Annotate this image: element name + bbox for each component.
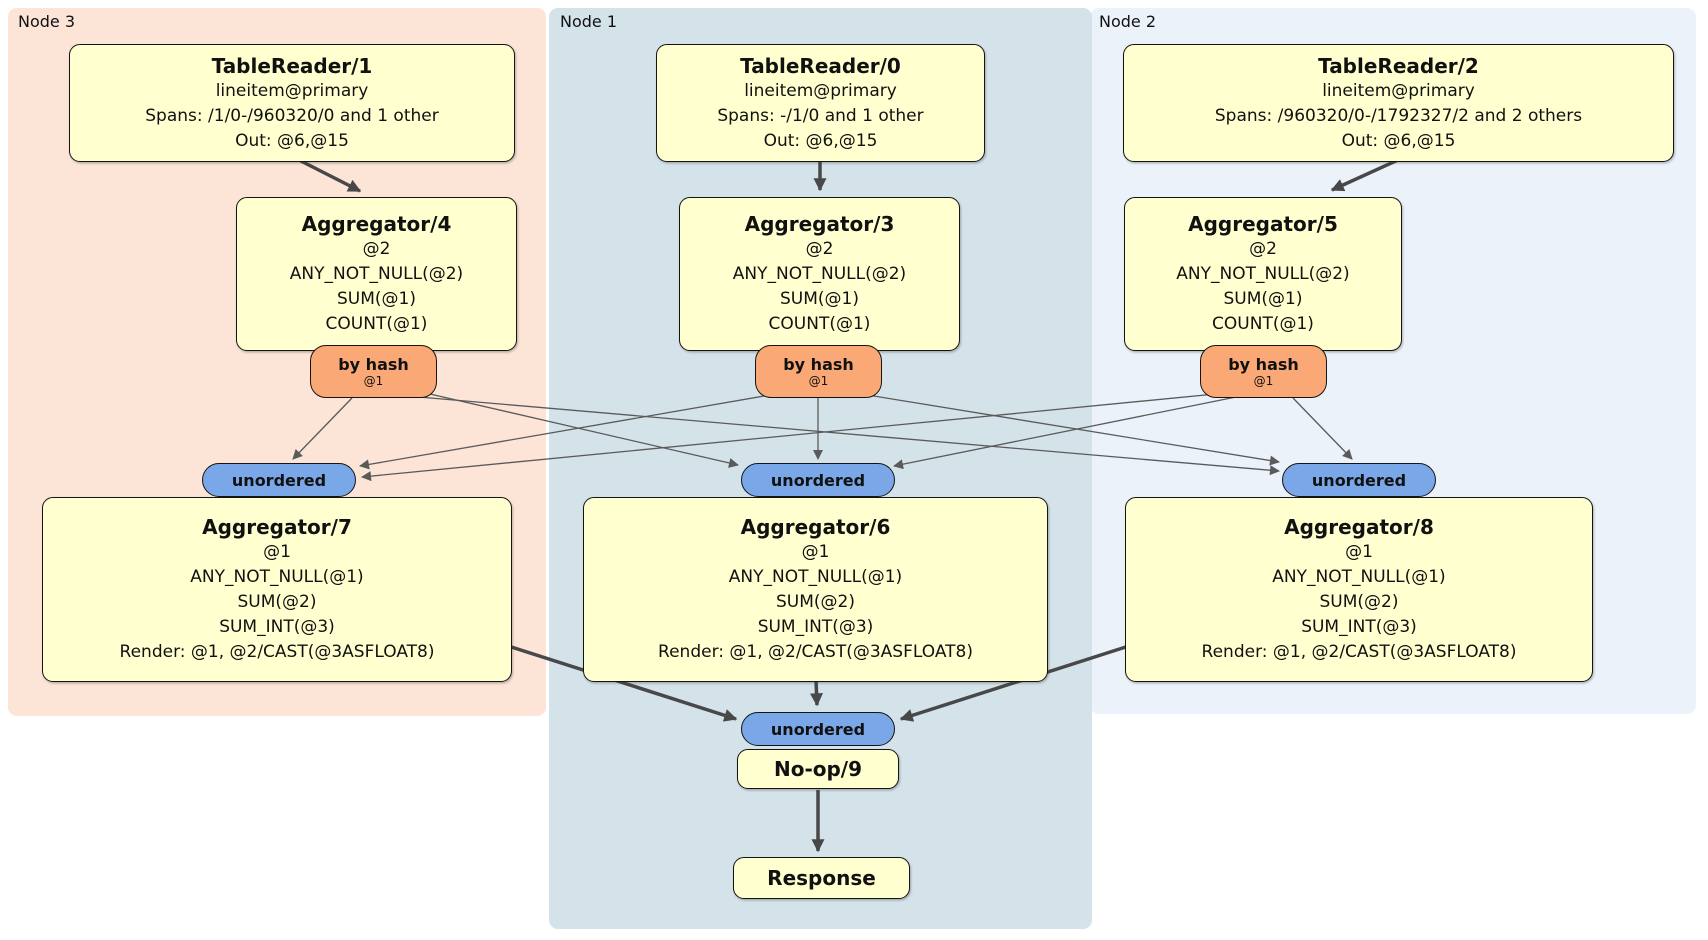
response-node: Response [733,857,910,899]
processor-detail-line: ANY_NOT_NULL(@2) [1176,264,1350,284]
sync-label: unordered [770,719,866,739]
processor-detail-line: Spans: /1/0-/960320/0 and 1 other [145,105,439,126]
processor-aggregator-6: Aggregator/6 @1 ANY_NOT_NULL(@1) SUM(@2)… [583,497,1048,682]
processor-detail-line: ANY_NOT_NULL(@2) [732,264,907,284]
processor-tablereader-2: TableReader/2 lineitem@primary Spans: /9… [1123,44,1674,162]
router-label: by hash [338,354,409,374]
processor-detail-line: Render: @1, @2/CAST(@3ASFLOAT8) [1201,642,1517,662]
processor-aggregator-3: Aggregator/3 @2 ANY_NOT_NULL(@2) SUM(@1)… [679,197,960,351]
processor-detail-line: COUNT(@1) [325,314,428,334]
processor-tablereader-0: TableReader/0 lineitem@primary Spans: -/… [656,44,985,162]
router-detail: @1 [1253,373,1274,388]
hash-router-node3: by hash @1 [310,345,437,398]
router-stream-edges [292,387,1353,482]
sync-label: unordered [1311,470,1407,490]
processor-aggregator-7: Aggregator/7 @1 ANY_NOT_NULL(@1) SUM(@2)… [42,497,512,682]
processor-detail-line: lineitem@primary [215,80,369,101]
router-label: by hash [1228,354,1299,374]
processor-title: Aggregator/3 [744,212,895,236]
processor-detail-line: Render: @1, @2/CAST(@3ASFLOAT8) [658,642,973,662]
processor-title: TableReader/0 [740,53,901,78]
processor-title: TableReader/1 [211,53,373,78]
unordered-sync-node3: unordered [202,463,356,497]
processor-title: Aggregator/8 [1284,515,1434,539]
node1-label: Node 1 [560,12,618,31]
processor-title: Aggregator/4 [301,212,452,236]
processor-detail-line: ANY_NOT_NULL(@1) [1272,567,1446,587]
processor-detail-line: Out: @6,@15 [763,130,878,151]
processor-detail-line: lineitem@primary [1322,80,1475,101]
processor-detail-line: SUM_INT(@3) [219,617,335,637]
processor-detail-line: COUNT(@1) [1212,314,1314,334]
sync-label: unordered [770,470,866,490]
processor-detail-line: lineitem@primary [744,80,897,101]
processor-detail-line: SUM(@2) [237,592,317,612]
processor-detail-line: @2 [805,239,834,259]
processor-detail-line: Out: @6,@15 [235,130,349,151]
processor-detail-line: Spans: -/1/0 and 1 other [717,105,924,126]
processor-detail-line: SUM(@1) [780,289,859,309]
sync-label: unordered [231,470,327,490]
processor-title: Response [767,866,876,890]
processor-detail-line: COUNT(@1) [768,314,871,334]
processor-detail-line: @1 [263,542,291,562]
processor-detail-line: SUM_INT(@3) [1301,617,1417,637]
processor-noop: No-op/9 [737,749,899,789]
flow-edges [298,158,1399,853]
processor-detail-line: SUM(@2) [1319,592,1399,612]
hash-router-node2: by hash @1 [1200,345,1327,398]
processor-detail-line: @2 [1249,239,1277,259]
processor-title: Aggregator/7 [202,515,352,539]
node2-label: Node 2 [1099,12,1157,31]
node3-label: Node 3 [18,12,76,31]
processor-tablereader-1: TableReader/1 lineitem@primary Spans: /1… [69,44,515,162]
processor-aggregator-4: Aggregator/4 @2 ANY_NOT_NULL(@2) SUM(@1)… [236,197,517,351]
hash-router-node1: by hash @1 [755,345,882,398]
processor-detail-line: Out: @6,@15 [1341,130,1456,151]
processor-detail-line: ANY_NOT_NULL(@1) [728,567,903,587]
unordered-sync-node1: unordered [741,463,895,497]
processor-title: No-op/9 [773,757,863,781]
processor-detail-line: SUM_INT(@3) [757,617,874,637]
processor-detail-line: ANY_NOT_NULL(@2) [289,264,464,284]
processor-detail-line: @2 [362,239,391,259]
unordered-sync-node2: unordered [1282,463,1436,497]
processor-detail-line: SUM(@2) [776,592,855,612]
processor-aggregator-8: Aggregator/8 @1 ANY_NOT_NULL(@1) SUM(@2)… [1125,497,1593,682]
processor-detail-line: @1 [1345,542,1373,562]
processor-detail-line: SUM(@1) [1223,289,1303,309]
processor-aggregator-5: Aggregator/5 @2 ANY_NOT_NULL(@2) SUM(@1)… [1124,197,1402,351]
router-detail: @1 [363,373,384,388]
processor-detail-line: SUM(@1) [337,289,416,309]
router-detail: @1 [808,373,829,388]
processor-title: Aggregator/6 [740,515,891,539]
processor-title: TableReader/2 [1318,53,1479,78]
processor-detail-line: Spans: /960320/0-/1792327/2 and 2 others [1214,105,1583,126]
processor-detail-line: Render: @1, @2/CAST(@3ASFLOAT8) [119,642,435,662]
processor-detail-line: @1 [801,542,830,562]
processor-title: Aggregator/5 [1188,212,1338,236]
router-label: by hash [783,354,854,374]
processor-detail-line: ANY_NOT_NULL(@1) [190,567,364,587]
unordered-sync-final: unordered [741,712,895,746]
